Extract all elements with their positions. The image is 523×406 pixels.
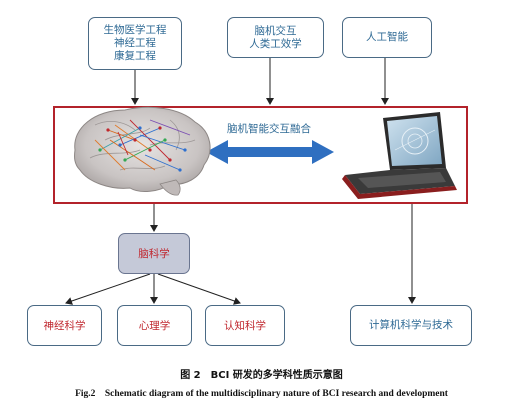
arrow-brain-to-neuroscience — [65, 273, 151, 305]
biomedical-engineering-box: 生物医学工程 神经工程 康复工程 — [88, 17, 182, 70]
brain-science-label: 脑科学 — [138, 248, 170, 260]
psychology-label: 心理学 — [138, 320, 171, 332]
figure-caption-en: Fig.2 Schematic diagram of the multidisc… — [75, 389, 448, 399]
double-arrow-icon — [206, 140, 334, 164]
ai-line-1: 人工智能 — [366, 31, 408, 43]
figure-caption-cn: 图 2 BCI 研发的多学科性质示意图 — [180, 370, 343, 381]
bme-line-3: 康复工程 — [114, 50, 156, 62]
neuroscience-label: 神经科学 — [43, 320, 86, 332]
hci-line-2: 人类工效学 — [249, 37, 302, 50]
arrow-brain-to-cognitive — [157, 273, 241, 305]
bme-line-2: 神经工程 — [114, 37, 156, 49]
cognitive-science-box: 认知科学 — [205, 305, 285, 346]
brain-illustration — [74, 106, 211, 196]
fusion-label: 脑机智能交互融合 — [227, 123, 311, 135]
artificial-intelligence-box: 人工智能 — [342, 17, 432, 58]
human-computer-interaction-box: 脑机交互 人类工效学 — [227, 17, 324, 58]
computer-science-label: 计算机科学与技术 — [369, 319, 453, 331]
computer-science-box: 计算机科学与技术 — [350, 305, 472, 346]
brain-science-box: 脑科学 — [118, 233, 190, 274]
hci-line-1: 脑机交互 — [254, 24, 297, 37]
bme-line-1: 生物医学工程 — [103, 24, 167, 36]
laptop-illustration — [342, 112, 457, 199]
psychology-box: 心理学 — [117, 305, 192, 346]
cognitive-science-label: 认知科学 — [224, 320, 266, 332]
neuroscience-box: 神经科学 — [27, 305, 102, 346]
